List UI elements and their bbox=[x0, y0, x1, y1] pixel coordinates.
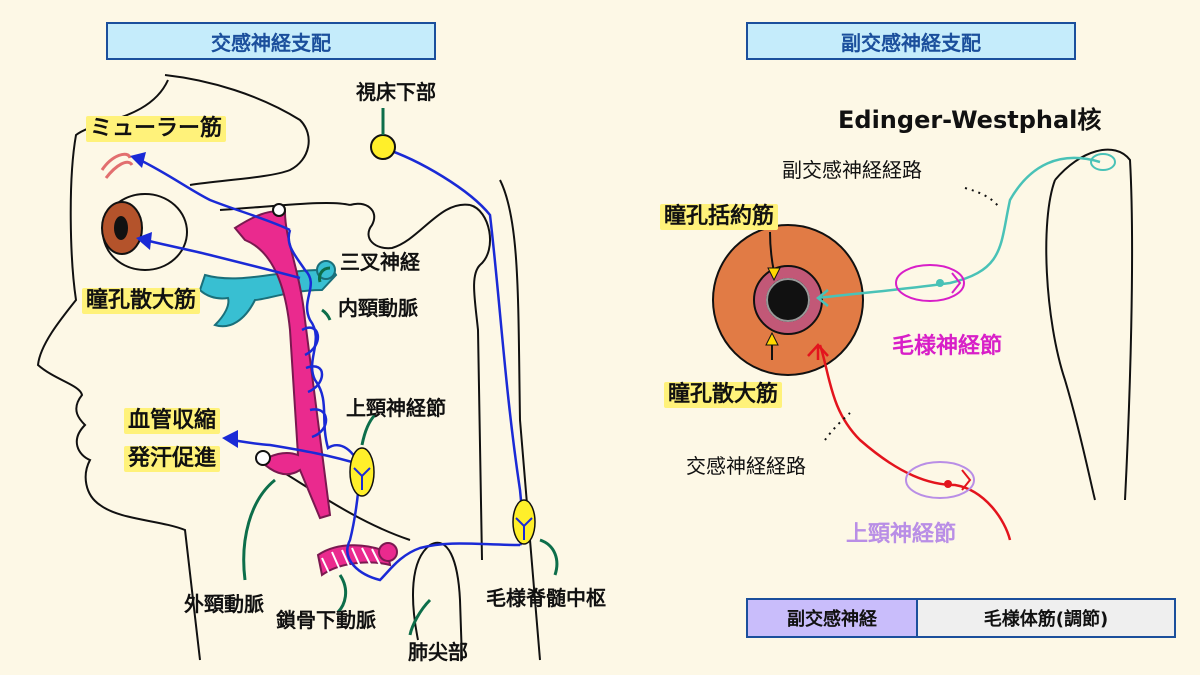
sympathetic-pathway-label: 交感神経経路 bbox=[686, 454, 806, 478]
left-panel-title: 交感神経支配 bbox=[106, 22, 436, 60]
right-eye bbox=[712, 224, 864, 376]
subclavian-artery-label: 鎖骨下動脈 bbox=[276, 608, 376, 632]
carotid-artery bbox=[233, 203, 332, 520]
brainstem-outline bbox=[1045, 148, 1134, 501]
table-col-ciliary-muscle: 毛様体筋(調節) bbox=[918, 600, 1174, 636]
dilator-pupillae-right-label: 瞳孔散大筋 bbox=[664, 382, 783, 408]
parasympathetic-pathway-label: 副交感神経経路 bbox=[782, 158, 922, 182]
ew-nucleus-label: Edinger-Westphal核 bbox=[838, 106, 1102, 134]
left-eye bbox=[100, 152, 188, 271]
arrowheads bbox=[130, 152, 238, 448]
dilator-pupillae-left-label: 瞳孔散大筋 bbox=[82, 288, 201, 314]
dotted-leaders bbox=[824, 187, 999, 441]
leader-lines-left bbox=[242, 266, 559, 636]
sphincter-pupillae-label: 瞳孔括約筋 bbox=[660, 204, 779, 230]
ciliospinal-center-label: 毛様脊髄中枢 bbox=[486, 586, 606, 610]
sympathetic-ganglia bbox=[349, 447, 536, 545]
trigeminal-nerve-label: 三叉神経 bbox=[340, 250, 420, 274]
right-panel-title: 副交感神経支配 bbox=[746, 22, 1076, 60]
superior-cervical-ganglion-left-label: 上頸神経節 bbox=[346, 396, 446, 420]
hypothalamus-dot bbox=[370, 134, 396, 160]
ciliary-ganglion-marker bbox=[895, 264, 965, 302]
superior-ganglion-marker bbox=[905, 461, 975, 499]
hypothalamus-label: 視床下部 bbox=[356, 80, 436, 104]
subclavian-artery-shape bbox=[316, 542, 398, 577]
sweat-promotion-label: 発汗促進 bbox=[124, 446, 221, 472]
summary-table: 副交感神経 毛様体筋(調節) bbox=[746, 598, 1176, 638]
vasoconstriction-label: 血管収縮 bbox=[124, 408, 221, 434]
ew-nucleus-marker bbox=[1090, 153, 1116, 171]
sympathetic-red-path bbox=[818, 344, 1012, 541]
table-col-parasympathetic: 副交感神経 bbox=[748, 600, 918, 636]
internal-carotid-label: 内頸動脈 bbox=[338, 296, 418, 320]
sympathetic-blue-pathway bbox=[139, 146, 525, 582]
superior-cervical-ganglion-right-label: 上頸神経節 bbox=[846, 522, 957, 547]
muller-muscle-label: ミューラー筋 bbox=[86, 116, 227, 142]
ciliary-ganglion-label: 毛様神経節 bbox=[892, 334, 1003, 359]
lung-apex-label: 肺尖部 bbox=[408, 640, 468, 664]
parasympathetic-path bbox=[817, 156, 1101, 300]
head-outline bbox=[36, 74, 541, 661]
external-carotid-label: 外頸動脈 bbox=[184, 592, 264, 616]
